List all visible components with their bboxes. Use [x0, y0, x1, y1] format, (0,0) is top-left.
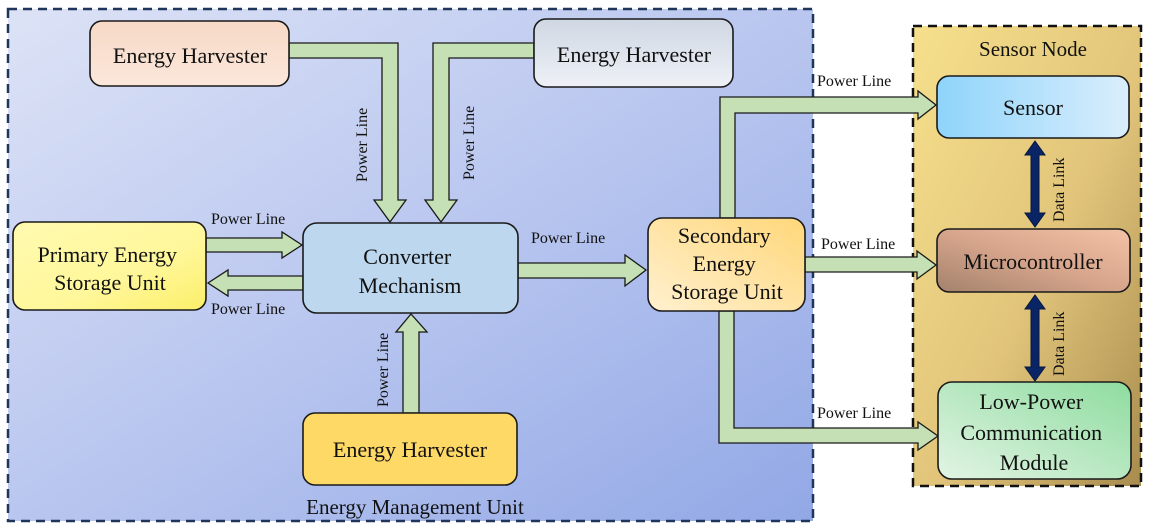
- node-comm-module[interactable]: Low-Power Communication Module: [937, 381, 1132, 480]
- label-harvester-top-right: Power Line: [461, 106, 478, 180]
- svg-text:Sensor: Sensor: [1003, 95, 1064, 120]
- svg-text:Microcontroller: Microcontroller: [963, 249, 1103, 274]
- node-primary-storage-line-1: Primary Energy: [37, 242, 177, 267]
- node-harvester-top-right[interactable]: Energy Harvester: [533, 18, 734, 88]
- label-secondary-to-sensor: Power Line: [817, 73, 891, 90]
- node-microcontroller[interactable]: Microcontroller: [936, 228, 1131, 293]
- energy-management-unit-label: Energy Management Unit: [306, 495, 524, 519]
- node-harvester-top-left[interactable]: Energy Harvester: [89, 20, 290, 87]
- power-arrow-converter-to-secondary: [517, 253, 648, 288]
- node-secondary-storage[interactable]: Secondary Energy Storage Unit: [647, 217, 806, 312]
- power-line-labels: Power Line Power Line Power Line Power L…: [211, 73, 895, 422]
- data-link-sensor-microcontroller: [1024, 140, 1046, 228]
- label-converter-to-primary: Power Line: [211, 301, 285, 318]
- power-arrow-primary-to-converter: [205, 230, 304, 260]
- power-arrow-converter-to-primary: [206, 268, 304, 298]
- node-sensor[interactable]: Sensor: [936, 75, 1130, 139]
- label-primary-to-converter: Power Line: [211, 211, 285, 228]
- node-comm-module-line-1: Low-Power: [979, 389, 1084, 414]
- node-comm-module-line-3: Module: [1000, 450, 1068, 475]
- svg-text:Secondary Energy S: Secondary Energy Storage Unit: [671, 223, 783, 304]
- power-arrow-harvester-top-left: [288, 42, 408, 224]
- svg-text:Low-Power Communication: Low-Power Communication Module: [960, 389, 1107, 475]
- node-harvester-bottom[interactable]: Energy Harvester: [302, 412, 518, 486]
- label-data-link-microcontroller-comm: Data Link: [1051, 312, 1068, 376]
- power-arrow-harvester-top-right: [423, 42, 535, 224]
- svg-text:Converter Mechanism: Converter Mechanism: [359, 244, 462, 298]
- power-arrow-secondary-to-microcontroller: [804, 249, 938, 281]
- data-link-microcontroller-comm: [1024, 294, 1046, 382]
- node-secondary-storage-line-2: Energy: [693, 251, 756, 276]
- sensor-node-label: Sensor Node: [979, 37, 1087, 61]
- node-primary-storage-line-2: Storage Unit: [54, 270, 166, 295]
- label-harvester-top-left: Power Line: [354, 108, 371, 182]
- svg-text:Energy Harvester: Energy Harvester: [333, 437, 488, 462]
- node-sensor-label: Sensor: [1003, 95, 1064, 120]
- node-secondary-storage-line-3: Storage Unit: [671, 279, 783, 304]
- data-links: [1024, 140, 1046, 382]
- label-secondary-to-microcontroller: Power Line: [821, 236, 895, 253]
- node-primary-storage[interactable]: Primary Energy Storage Unit: [12, 221, 207, 311]
- svg-text:Energy Harvester: Energy Harvester: [557, 42, 712, 67]
- power-arrow-harvester-bottom: [394, 313, 429, 414]
- node-comm-module-line-2: Communication: [960, 420, 1102, 445]
- svg-text:Primary Energy Storage U: Primary Energy Storage Unit: [37, 242, 182, 295]
- power-lines: [205, 42, 940, 452]
- node-secondary-storage-line-1: Secondary: [678, 223, 771, 248]
- label-harvester-bottom: Power Line: [375, 333, 392, 407]
- node-converter-line-2: Mechanism: [359, 273, 462, 298]
- power-arrow-secondary-to-sensor: [719, 89, 938, 219]
- power-arrow-secondary-to-comm: [718, 310, 940, 452]
- node-converter-line-1: Converter: [363, 244, 452, 269]
- data-link-labels: Data Link Data Link: [1051, 158, 1068, 376]
- node-converter[interactable]: Converter Mechanism: [302, 222, 519, 314]
- label-secondary-to-comm: Power Line: [817, 405, 891, 422]
- node-harvester-top-right-label: Energy Harvester: [557, 42, 712, 67]
- node-microcontroller-label: Microcontroller: [963, 249, 1103, 274]
- svg-text:Energy Harvester: Energy Harvester: [113, 43, 268, 68]
- node-harvester-top-left-label: Energy Harvester: [113, 43, 268, 68]
- label-converter-to-secondary: Power Line: [531, 230, 605, 247]
- node-harvester-bottom-label: Energy Harvester: [333, 437, 488, 462]
- label-data-link-sensor-microcontroller: Data Link: [1051, 158, 1068, 222]
